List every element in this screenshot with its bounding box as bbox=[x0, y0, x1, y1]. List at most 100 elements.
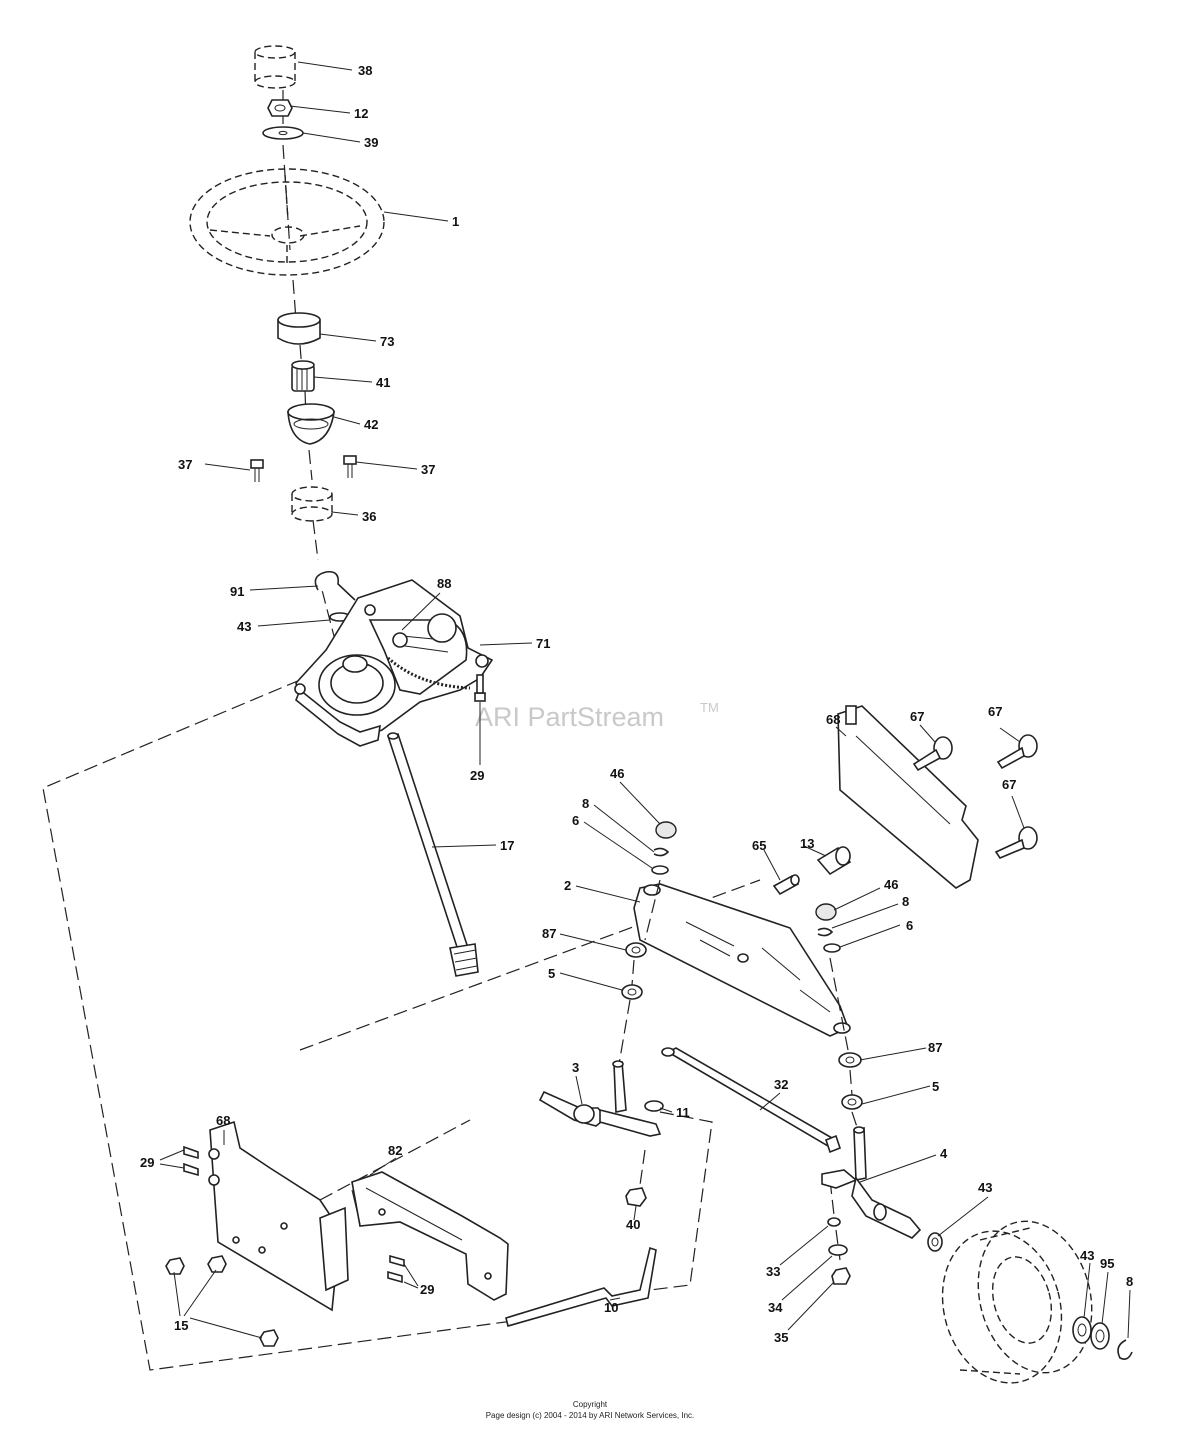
copyright-line: Copyright bbox=[572, 1400, 608, 1409]
pin-65-part bbox=[772, 874, 800, 896]
callout-8-wheel: 8 bbox=[1126, 1274, 1133, 1289]
right-spindle-part bbox=[821, 1126, 922, 1239]
callout-38: 38 bbox=[358, 63, 372, 78]
spacer-part bbox=[816, 846, 852, 876]
bolt-67-part-b bbox=[996, 734, 1038, 770]
bolts-29-left bbox=[183, 1145, 199, 1177]
callout-43: 43 bbox=[237, 619, 251, 634]
callout-67-a: 67 bbox=[910, 709, 924, 724]
bolt-29-part bbox=[474, 674, 486, 702]
callout-46-right: 46 bbox=[884, 877, 898, 892]
callout-40: 40 bbox=[626, 1217, 640, 1232]
boot-part bbox=[287, 403, 335, 445]
bracket-plate-left-part bbox=[208, 1120, 341, 1312]
callout-37-left: 37 bbox=[178, 457, 192, 472]
bushing-5-right bbox=[841, 1094, 863, 1110]
callout-82: 82 bbox=[388, 1143, 402, 1158]
steering-cap-part bbox=[254, 45, 296, 89]
callout-39: 39 bbox=[364, 135, 378, 150]
callout-67-c: 67 bbox=[1002, 777, 1016, 792]
callout-43-outer: 43 bbox=[1080, 1248, 1094, 1263]
assembly-dash-line-3 bbox=[319, 1119, 471, 1201]
wheel-part bbox=[941, 1220, 1093, 1384]
adapter-part bbox=[291, 360, 315, 392]
washer-34-part bbox=[828, 1244, 848, 1256]
nut-part bbox=[267, 99, 293, 117]
nut-40-part bbox=[625, 1187, 647, 1207]
bolt-67-part-a bbox=[912, 736, 953, 772]
bracket-plate-small bbox=[319, 1206, 349, 1292]
collar-part bbox=[291, 486, 333, 522]
callout-37-right: 37 bbox=[421, 462, 435, 477]
callout-32: 32 bbox=[774, 1077, 788, 1092]
nut-35-part bbox=[831, 1267, 851, 1285]
callout-29-mid: 29 bbox=[420, 1282, 434, 1297]
bracket-82-part bbox=[351, 1171, 509, 1301]
stack-dash-lines bbox=[617, 879, 859, 1261]
bushing-part bbox=[277, 312, 321, 345]
callout-12: 12 bbox=[354, 106, 368, 121]
callout-41: 41 bbox=[376, 375, 390, 390]
e-clip-8-right bbox=[817, 927, 834, 937]
washer-95-part bbox=[1090, 1322, 1110, 1350]
axle-cap-46-right bbox=[815, 903, 837, 921]
tie-rod-part bbox=[661, 1047, 841, 1154]
clip-part bbox=[314, 570, 356, 601]
axle-cap-46-left bbox=[655, 821, 677, 839]
callout-29-left: 29 bbox=[140, 1155, 154, 1170]
page-design-credit: Page design (c) 2004 - 2014 by ARI Netwo… bbox=[485, 1411, 695, 1420]
callout-88: 88 bbox=[437, 576, 451, 591]
callout-33: 33 bbox=[766, 1264, 780, 1279]
callout-3: 3 bbox=[572, 1060, 579, 1075]
left-spindle-part bbox=[538, 1060, 662, 1137]
drag-link-part bbox=[505, 1246, 657, 1327]
spacer-87-left bbox=[625, 942, 647, 958]
screw-part-right bbox=[343, 455, 357, 478]
callout-5-right: 5 bbox=[932, 1079, 939, 1094]
callout-73: 73 bbox=[380, 334, 394, 349]
callout-17: 17 bbox=[500, 838, 514, 853]
screw-part-left bbox=[250, 459, 264, 482]
callout-95: 95 bbox=[1100, 1256, 1114, 1271]
washer-6-left bbox=[651, 865, 669, 875]
callout-87-right: 87 bbox=[928, 1040, 942, 1055]
callout-36: 36 bbox=[362, 509, 376, 524]
callout-6-left: 6 bbox=[572, 813, 579, 828]
callout-87-left: 87 bbox=[542, 926, 556, 941]
washer-43-right bbox=[927, 1232, 943, 1252]
gearbox-part bbox=[294, 579, 494, 747]
washer-11-part bbox=[644, 1100, 664, 1112]
callout-43-mid: 43 bbox=[978, 1180, 992, 1195]
bolts-29-mid bbox=[387, 1254, 405, 1284]
callout-65: 65 bbox=[752, 838, 766, 853]
spacer-87-right bbox=[838, 1052, 862, 1068]
front-axle-part bbox=[633, 883, 851, 1037]
bushing-5-left bbox=[621, 984, 643, 1000]
watermark-tm: TM bbox=[700, 700, 719, 715]
callout-68-right: 68 bbox=[826, 712, 840, 727]
drag-link-dash bbox=[649, 1111, 713, 1291]
washer-part bbox=[262, 126, 304, 140]
callout-13: 13 bbox=[800, 836, 814, 851]
callout-11: 11 bbox=[676, 1105, 690, 1120]
callout-1: 1 bbox=[452, 214, 459, 229]
steering-shaft-part bbox=[386, 732, 479, 977]
callout-46-left: 46 bbox=[610, 766, 624, 781]
callout-8-right: 8 bbox=[902, 894, 909, 909]
callout-35: 35 bbox=[774, 1330, 788, 1345]
washer-43-outer bbox=[1072, 1316, 1092, 1344]
callout-34: 34 bbox=[768, 1300, 783, 1315]
callout-91: 91 bbox=[230, 584, 244, 599]
callout-10: 10 bbox=[604, 1300, 618, 1315]
callout-5-left: 5 bbox=[548, 966, 555, 981]
e-clip-8-wheel bbox=[1117, 1339, 1133, 1360]
callout-71: 71 bbox=[536, 636, 550, 651]
callout-42: 42 bbox=[364, 417, 378, 432]
callout-29: 29 bbox=[470, 768, 484, 783]
callout-15: 15 bbox=[174, 1318, 188, 1333]
nuts-15-part bbox=[165, 1255, 279, 1347]
washer-33-part bbox=[827, 1217, 841, 1227]
bolt-67-part-c bbox=[994, 826, 1038, 859]
bracket-plate-right-part bbox=[837, 705, 979, 889]
